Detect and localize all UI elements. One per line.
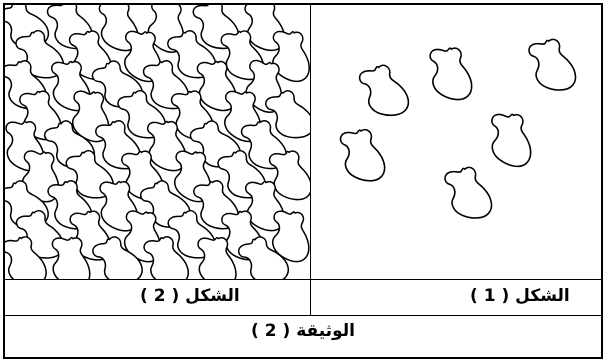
border-top xyxy=(3,3,603,5)
figure-1-label: الشكل ( 1 ) xyxy=(470,286,570,306)
sparse-blob xyxy=(528,38,577,91)
divider-vertical xyxy=(310,3,311,316)
sparse-blob xyxy=(339,128,386,182)
sparse-blob xyxy=(491,113,532,168)
border-left xyxy=(3,3,5,359)
dense-blob xyxy=(271,210,310,263)
dense-blob xyxy=(143,236,190,279)
divider-caption xyxy=(3,315,603,316)
dense-blob xyxy=(92,236,143,279)
figure-2-panel xyxy=(5,5,310,279)
figure-1-panel xyxy=(311,5,601,279)
dense-blob xyxy=(237,236,290,279)
dense-blob xyxy=(51,236,91,279)
sparse-blob xyxy=(444,166,493,219)
figure-2-label: الشكل ( 2 ) xyxy=(140,286,240,306)
dense-blob xyxy=(91,60,144,108)
document-caption: الوثيقة ( 2 ) xyxy=(251,321,355,341)
dense-blob xyxy=(265,90,310,139)
figure-2-illustration xyxy=(5,5,310,279)
dense-blob xyxy=(197,236,237,279)
border-right xyxy=(601,3,603,359)
figure-1-illustration xyxy=(339,38,577,219)
sparse-blob xyxy=(358,64,410,117)
dense-blob xyxy=(5,236,47,279)
dense-blob xyxy=(268,150,310,201)
sparse-blob xyxy=(429,47,473,101)
border-bottom xyxy=(3,357,603,359)
divider-labels xyxy=(3,279,603,280)
